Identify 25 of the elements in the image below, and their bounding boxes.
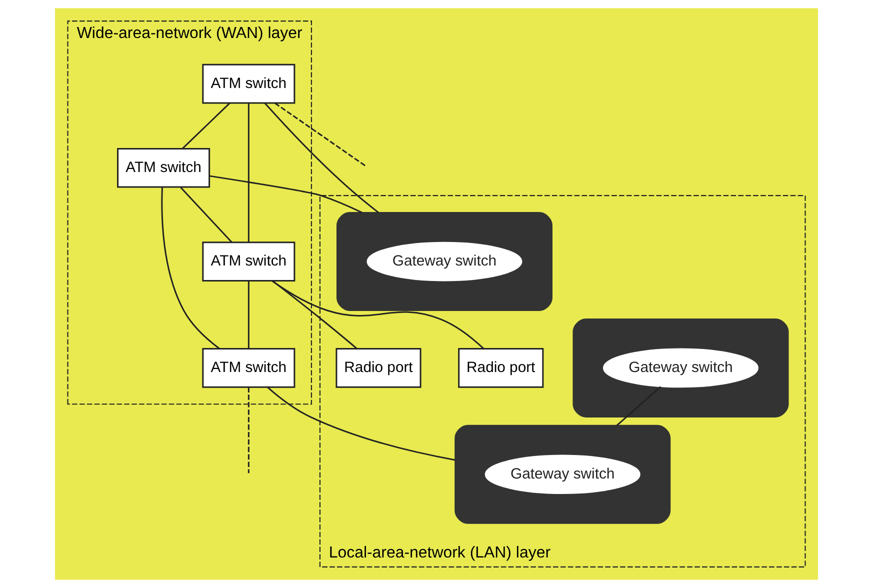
connector	[266, 386, 455, 461]
connector	[247, 103, 249, 242]
connector	[274, 102, 367, 168]
connector	[271, 280, 484, 350]
node-ellipse: Gateway switch	[366, 242, 522, 282]
node-box: ATM switch	[202, 348, 295, 388]
connector	[271, 280, 358, 350]
connector	[616, 386, 661, 426]
node-ellipse: Gateway switch	[602, 348, 758, 388]
connector	[160, 187, 220, 350]
cluster	[454, 424, 670, 524]
connector	[247, 387, 249, 474]
connector	[180, 186, 232, 243]
node-box: ATM switch	[202, 64, 295, 104]
connector	[181, 102, 230, 150]
node-box: ATM switch	[116, 148, 210, 188]
cluster	[572, 318, 788, 418]
node-box: ATM switch	[202, 242, 295, 282]
connector	[264, 102, 378, 214]
node-box: Radio port	[335, 348, 421, 388]
node-ellipse: Gateway switch	[484, 454, 640, 494]
node-box: Radio port	[458, 348, 544, 388]
connector	[247, 280, 249, 349]
connector	[208, 175, 362, 214]
cluster	[336, 212, 552, 312]
